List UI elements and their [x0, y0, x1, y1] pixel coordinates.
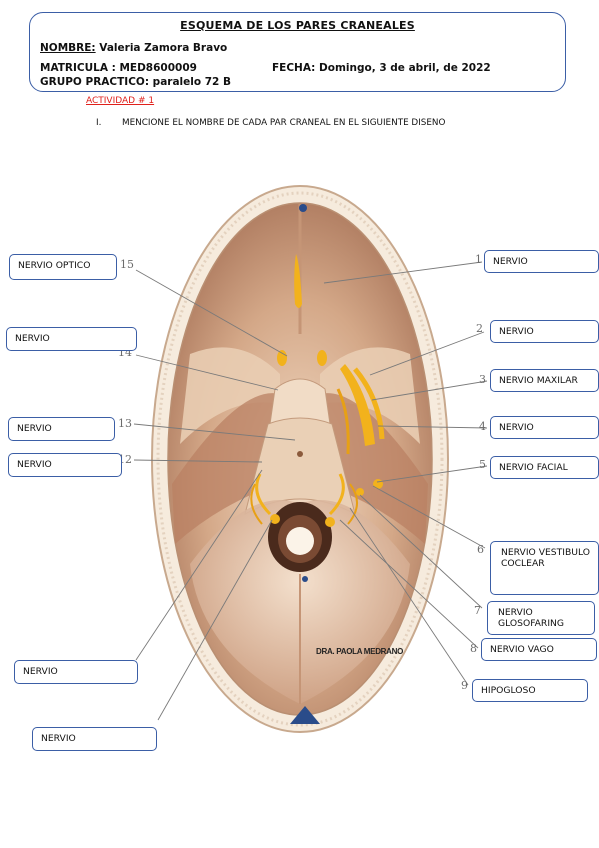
question-text: MENCIONE EL NOMBRE DE CADA PAR CRANEAL E… [122, 118, 446, 128]
number-5: 5 [479, 458, 486, 471]
name-label: NOMBRE: [40, 42, 96, 54]
number-2: 2 [476, 322, 483, 335]
label-nerve-13: NERVIO [8, 417, 115, 441]
grupo: GRUPO PRACTICO: paralelo 72 B [40, 76, 231, 88]
number-3: 3 [479, 373, 486, 386]
label-nerve-3: NERVIO MAXILAR [490, 369, 599, 392]
number-9: 9 [461, 679, 468, 692]
cranial-base-illustration [151, 185, 449, 733]
number-7: 7 [474, 604, 481, 617]
label-nerve-6: NERVIO VESTIBULOCOCLEAR [490, 541, 599, 595]
label-nerve-7: NERVIO GLOSOFARING [487, 601, 595, 635]
header-box: ESQUEMA DE LOS PARES CRANEALES NOMBRE: V… [29, 12, 566, 92]
label-nerve-8: NERVIO VAGO [481, 638, 597, 661]
fecha: FECHA: Domingo, 3 de abril, de 2022 [272, 62, 491, 74]
label-nerve-1: NERVIO [484, 250, 599, 273]
number-1: 1 [475, 253, 482, 266]
label-nerve-11: NERVIO [14, 660, 138, 684]
number-13: 13 [118, 417, 132, 430]
label-nerve-15: NERVIO OPTICO [9, 254, 117, 280]
number-6: 6 [477, 543, 484, 556]
figure-credit: DRA. PAOLA MEDRANO [316, 647, 404, 656]
label-nerve-4: NERVIO [490, 416, 599, 439]
label-nerve-9: HIPOGLOSO [472, 679, 588, 702]
label-nerve-5: NERVIO FACIAL [490, 456, 599, 479]
matricula: MATRICULA : MED8600009 [40, 62, 197, 74]
label-nerve-12: NERVIO [8, 453, 122, 477]
number-8: 8 [470, 642, 477, 655]
label-nerve-10: NERVIO [32, 727, 157, 751]
label-nerve-2: NERVIO [490, 320, 599, 343]
name-line: NOMBRE: Valeria Zamora Bravo [40, 42, 227, 54]
document-title: ESQUEMA DE LOS PARES CRANEALES [180, 19, 415, 32]
activity-title: ACTIVIDAD # 1 [86, 96, 155, 106]
label-nerve-14: NERVIO [6, 327, 137, 351]
number-4: 4 [479, 420, 486, 433]
name-value: Valeria Zamora Bravo [99, 42, 228, 54]
number-15: 15 [120, 258, 134, 271]
question-number: I. [96, 118, 102, 128]
